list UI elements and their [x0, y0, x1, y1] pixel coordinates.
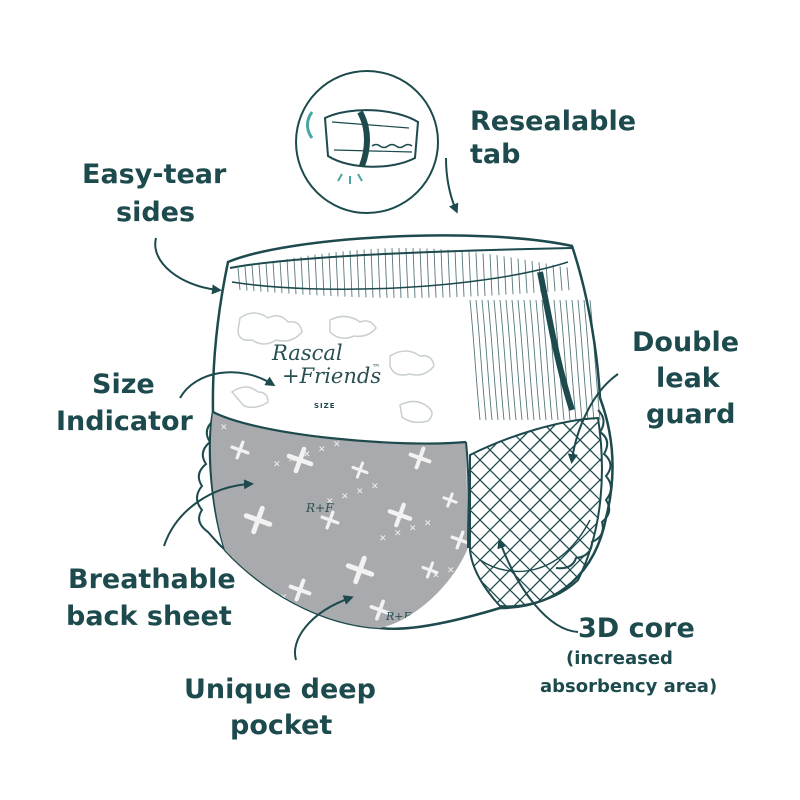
curved-arrow-icon: [445, 157, 459, 214]
backsheet-monogram: R+F: [305, 501, 334, 515]
brand-logo-line2: +Friends: [282, 364, 381, 388]
svg-text:Indicator: Indicator: [56, 406, 194, 437]
svg-text:Breathable: Breathable: [68, 564, 236, 595]
size-mark: SIZE: [314, 402, 336, 410]
label-size-indicator: Size Indicator: [56, 369, 194, 437]
label-resealable-tab: Resealable tab: [470, 106, 636, 170]
label-breathable-back-sheet: Breathable back sheet: [66, 564, 236, 632]
svg-text:✕: ✕: [432, 571, 440, 581]
svg-text:sides: sides: [116, 197, 195, 228]
svg-text:✕: ✕: [341, 492, 349, 502]
svg-text:leak: leak: [656, 363, 721, 394]
svg-text:✕: ✕: [303, 450, 311, 460]
svg-text:Size: Size: [92, 369, 155, 400]
svg-text:Resealable: Resealable: [470, 106, 636, 137]
svg-text:✕: ✕: [288, 455, 296, 465]
curved-arrow-icon: [497, 538, 579, 633]
svg-text:✕: ✕: [318, 445, 326, 455]
svg-text:✕: ✕: [333, 440, 341, 450]
curved-arrow-icon: [179, 371, 276, 399]
svg-text:✕: ✕: [356, 487, 364, 497]
svg-text:✕: ✕: [424, 519, 432, 529]
svg-text:✕: ✕: [273, 460, 281, 470]
svg-text:back sheet: back sheet: [66, 601, 232, 632]
svg-text:✕: ✕: [326, 497, 334, 507]
brand-logo-line1: Rascal: [271, 341, 343, 365]
svg-text:✕: ✕: [379, 534, 387, 544]
label-double-leak-guard: Double leak guard: [632, 327, 739, 430]
label-unique-deep-pocket: Unique deep pocket: [184, 674, 376, 741]
svg-text:✕: ✕: [235, 608, 243, 618]
diaper-illustration: ✕✕✕✕✕✕✕✕✕✕✕✕✕✕✕✕✕✕✕✕✕✕ R+F R+F Rascal +F…: [196, 234, 614, 630]
svg-text:✕: ✕: [250, 603, 258, 613]
curved-arrow-icon: [154, 237, 222, 295]
svg-text:✕: ✕: [220, 423, 228, 433]
svg-text:Double: Double: [632, 327, 739, 358]
svg-text:✕: ✕: [447, 566, 455, 576]
curved-arrow-icon: [567, 373, 619, 464]
label-easy-tear-sides: Easy-tear sides: [82, 159, 227, 228]
svg-text:✕: ✕: [371, 482, 379, 492]
svg-text:Easy-tear: Easy-tear: [82, 159, 227, 190]
svg-text:guard: guard: [646, 399, 735, 430]
resealable-tab-inset-icon: [295, 70, 439, 214]
curved-arrow-icon: [293, 595, 354, 661]
svg-text:Unique deep: Unique deep: [184, 674, 376, 705]
svg-text:absorbency area): absorbency area): [540, 676, 717, 697]
svg-text:✕: ✕: [265, 598, 273, 608]
brand-logo-tm: ™: [372, 363, 380, 372]
svg-text:3D core: 3D core: [578, 613, 695, 644]
label-3d-core: 3D core (increased absorbency area): [540, 613, 717, 697]
svg-text:✕: ✕: [394, 529, 402, 539]
svg-text:✕: ✕: [409, 524, 417, 534]
svg-text:tab: tab: [470, 139, 520, 170]
svg-text:(increased: (increased: [566, 648, 673, 669]
svg-text:pocket: pocket: [230, 710, 332, 741]
curved-arrow-icon: [163, 479, 254, 547]
